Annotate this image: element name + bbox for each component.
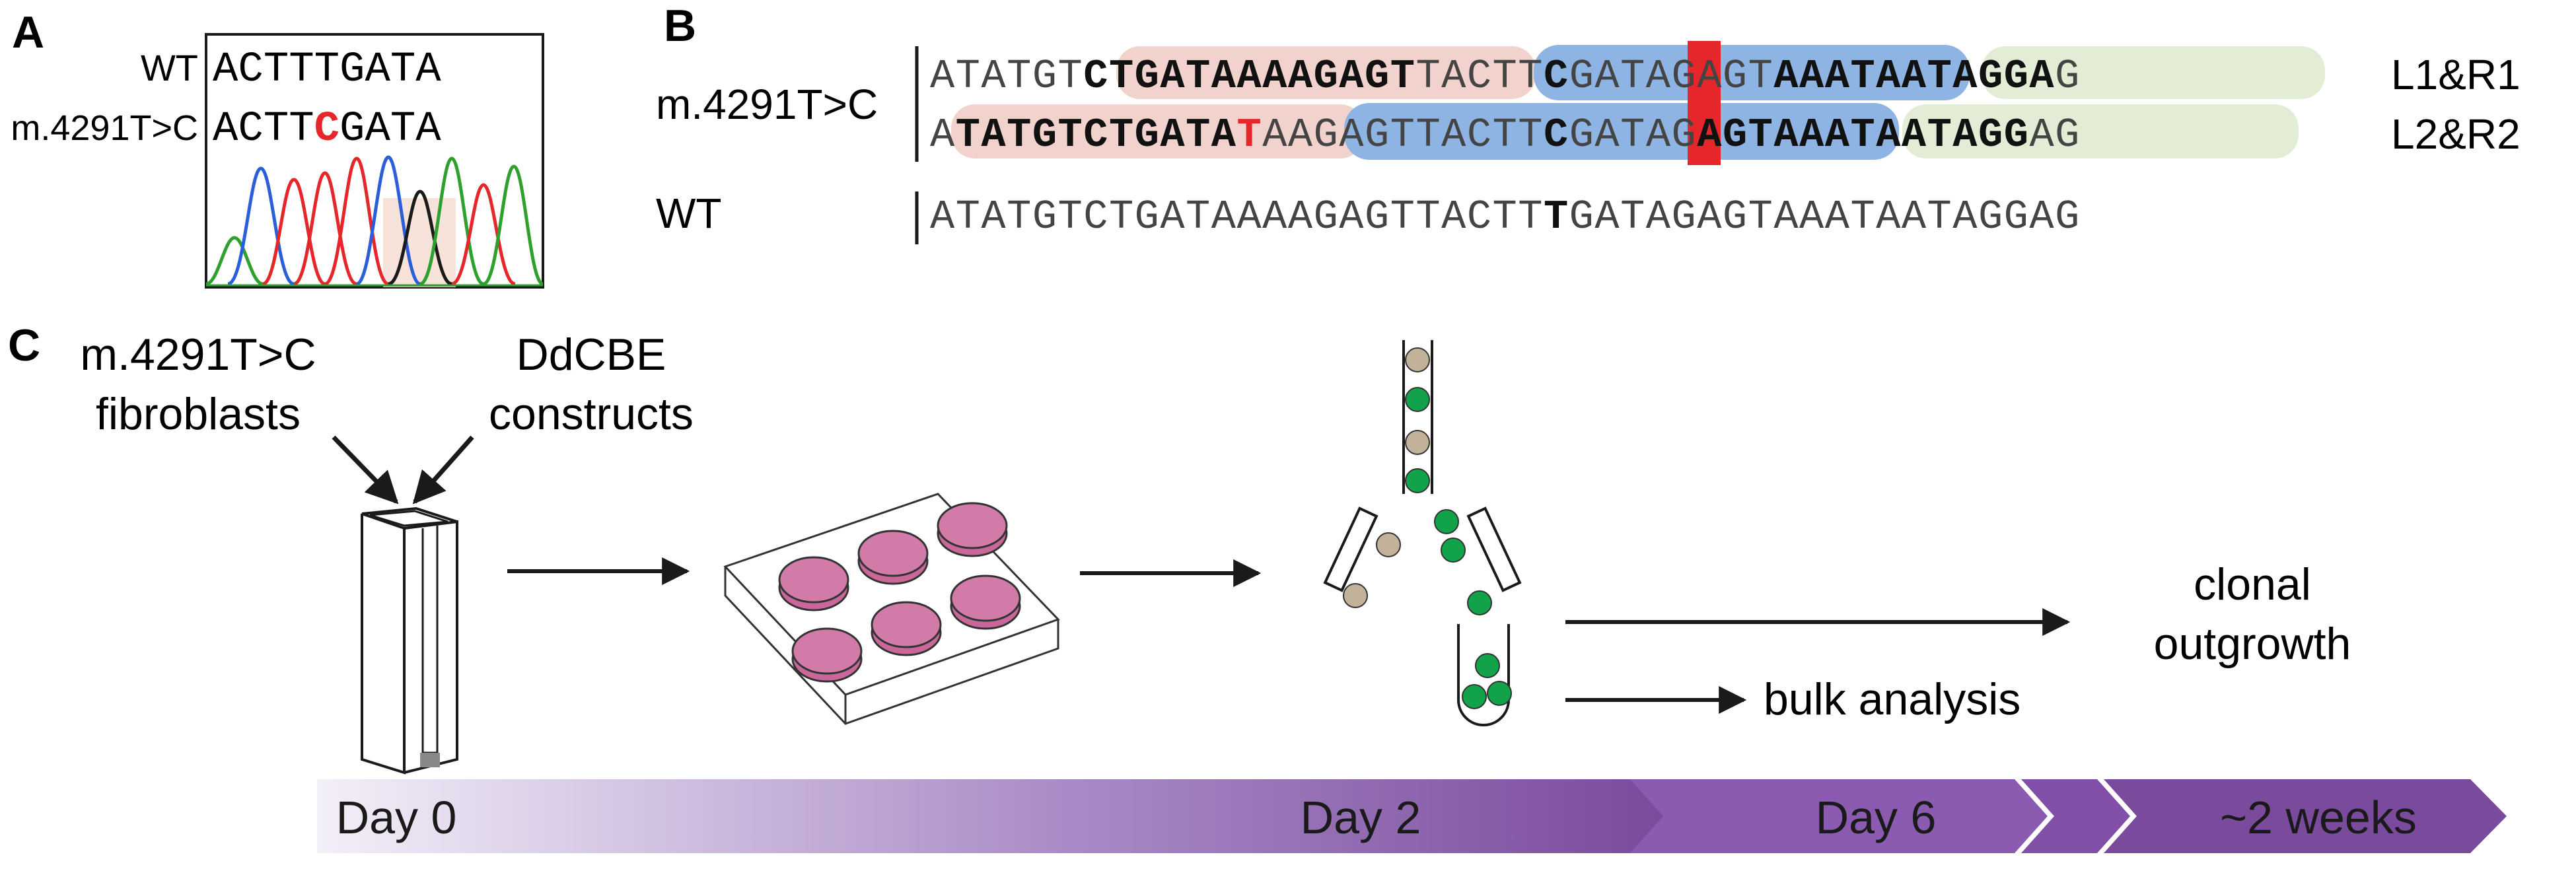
constructs-label-line1: DdCBE <box>517 330 666 380</box>
wt-sequence: ATATGTCTGATAAAAGAGTTACTTTGATAGAGTAAATAAT… <box>930 193 2081 240</box>
clonal-label-line1: clonal <box>2194 559 2311 609</box>
constructs-label-line2: constructs <box>489 389 694 439</box>
timeline-segment-4 <box>2104 779 2507 853</box>
row2-seg-5: GATAG <box>1569 112 1698 158</box>
row2-seg-0: A <box>930 112 956 158</box>
cells-arrow <box>332 435 399 504</box>
row1-right-tale-highlight <box>1982 46 2325 99</box>
panel-a-mut-base: C <box>314 106 340 153</box>
row1-seg-2: TACTT <box>1415 53 1544 100</box>
panel-a-wt-label: WT <box>141 47 198 88</box>
row2-bystander-base: T <box>1237 112 1263 158</box>
cells-label-line1: m.4291T>C <box>80 330 316 380</box>
row2-spacer-highlight <box>1344 103 1899 160</box>
constructs-arrow <box>412 435 474 504</box>
timeline-segment-1 <box>317 779 1671 853</box>
cells-label-line2: fibroblasts <box>96 389 301 439</box>
row1-seg-5: AAATAATAGGA <box>1773 53 2055 100</box>
panel-a-wt-seq: ACTTTGATA <box>213 46 441 94</box>
row1-seg-0: ATATGT <box>930 53 1083 100</box>
panel-c-letter: C <box>8 320 40 370</box>
row2-right-tale-highlight <box>1902 104 2299 158</box>
panel-a-mut-seq: ACTTCGATA <box>213 106 441 153</box>
timeline-2weeks: ~2 weeks <box>2220 792 2417 843</box>
panel-b-wt-label: WT <box>656 190 722 237</box>
row1-left-tale-highlight <box>1116 46 1536 99</box>
pair2-label: L2&R2 <box>2391 110 2521 158</box>
pair1-label: L1&R1 <box>2391 51 2521 98</box>
row1-sequence: ATATGTCTGATAAAAGAGTTACTTCGATAGAGTAAATAAT… <box>930 53 2081 100</box>
wt-seg-2: GATAGAGTAAATAATAGGAG <box>1569 193 2081 240</box>
timeline-day0: Day 0 <box>336 792 457 843</box>
bulk-analysis-label: bulk analysis <box>1764 674 2021 724</box>
six-well-plate-icon <box>723 493 1060 725</box>
wt-target-base: T <box>1544 193 1569 240</box>
panel-b-letter: B <box>664 1 696 51</box>
panel-a-letter: A <box>12 7 44 57</box>
panel-b-mut-label: m.4291T>C <box>656 81 878 128</box>
row2-seg-1: TATGTCTGATA <box>956 112 1237 158</box>
wt-seg-0: ATATGTCTGATAAAAGAGTTACTT <box>930 193 1544 240</box>
row1-target-base: C <box>1544 53 1569 100</box>
row1-seg-6: G <box>2055 53 2081 100</box>
row1-spacer-highlight <box>1534 45 1970 100</box>
timeline-segment-2 <box>1630 779 2048 853</box>
panel-a-mut-seq-post: GATA <box>340 106 441 153</box>
panel-a-mut-seq-pre: ACTT <box>213 106 314 153</box>
target-base-highlight <box>1688 41 1721 165</box>
row2-left-tale-highlight <box>951 104 1364 158</box>
row2-sequence: ATATGTCTGATATAAGAGTTACTTCGATAGAGTAAATAAT… <box>930 112 2081 158</box>
timeline: Day 0 Day 2 Day 6 ~2 weeks <box>317 779 2507 853</box>
row1-seg-4: GATAGAGT <box>1569 53 1774 100</box>
cell-sorter-icon <box>1323 340 1522 726</box>
timeline-day2: Day 2 <box>1301 792 1421 843</box>
cuvette-icon <box>361 506 458 775</box>
row2-seg-7: AG <box>2029 112 2080 158</box>
timeline-day6: Day 6 <box>1816 792 1937 843</box>
row2-target-base: C <box>1544 112 1569 158</box>
timeline-segment-3 <box>2021 779 2130 853</box>
row1-seg-1: CTGATAAAAGAGT <box>1083 53 1415 100</box>
chromatogram-traces <box>206 155 543 287</box>
row2-seg-6: AGTAAATAATAGG <box>1697 112 2029 158</box>
row2-seg-3: AAGAGTTACTT <box>1262 112 1544 158</box>
panel-a-mut-label: m.4291T>C <box>11 108 198 148</box>
clonal-label-line2: outgrowth <box>2154 619 2351 669</box>
